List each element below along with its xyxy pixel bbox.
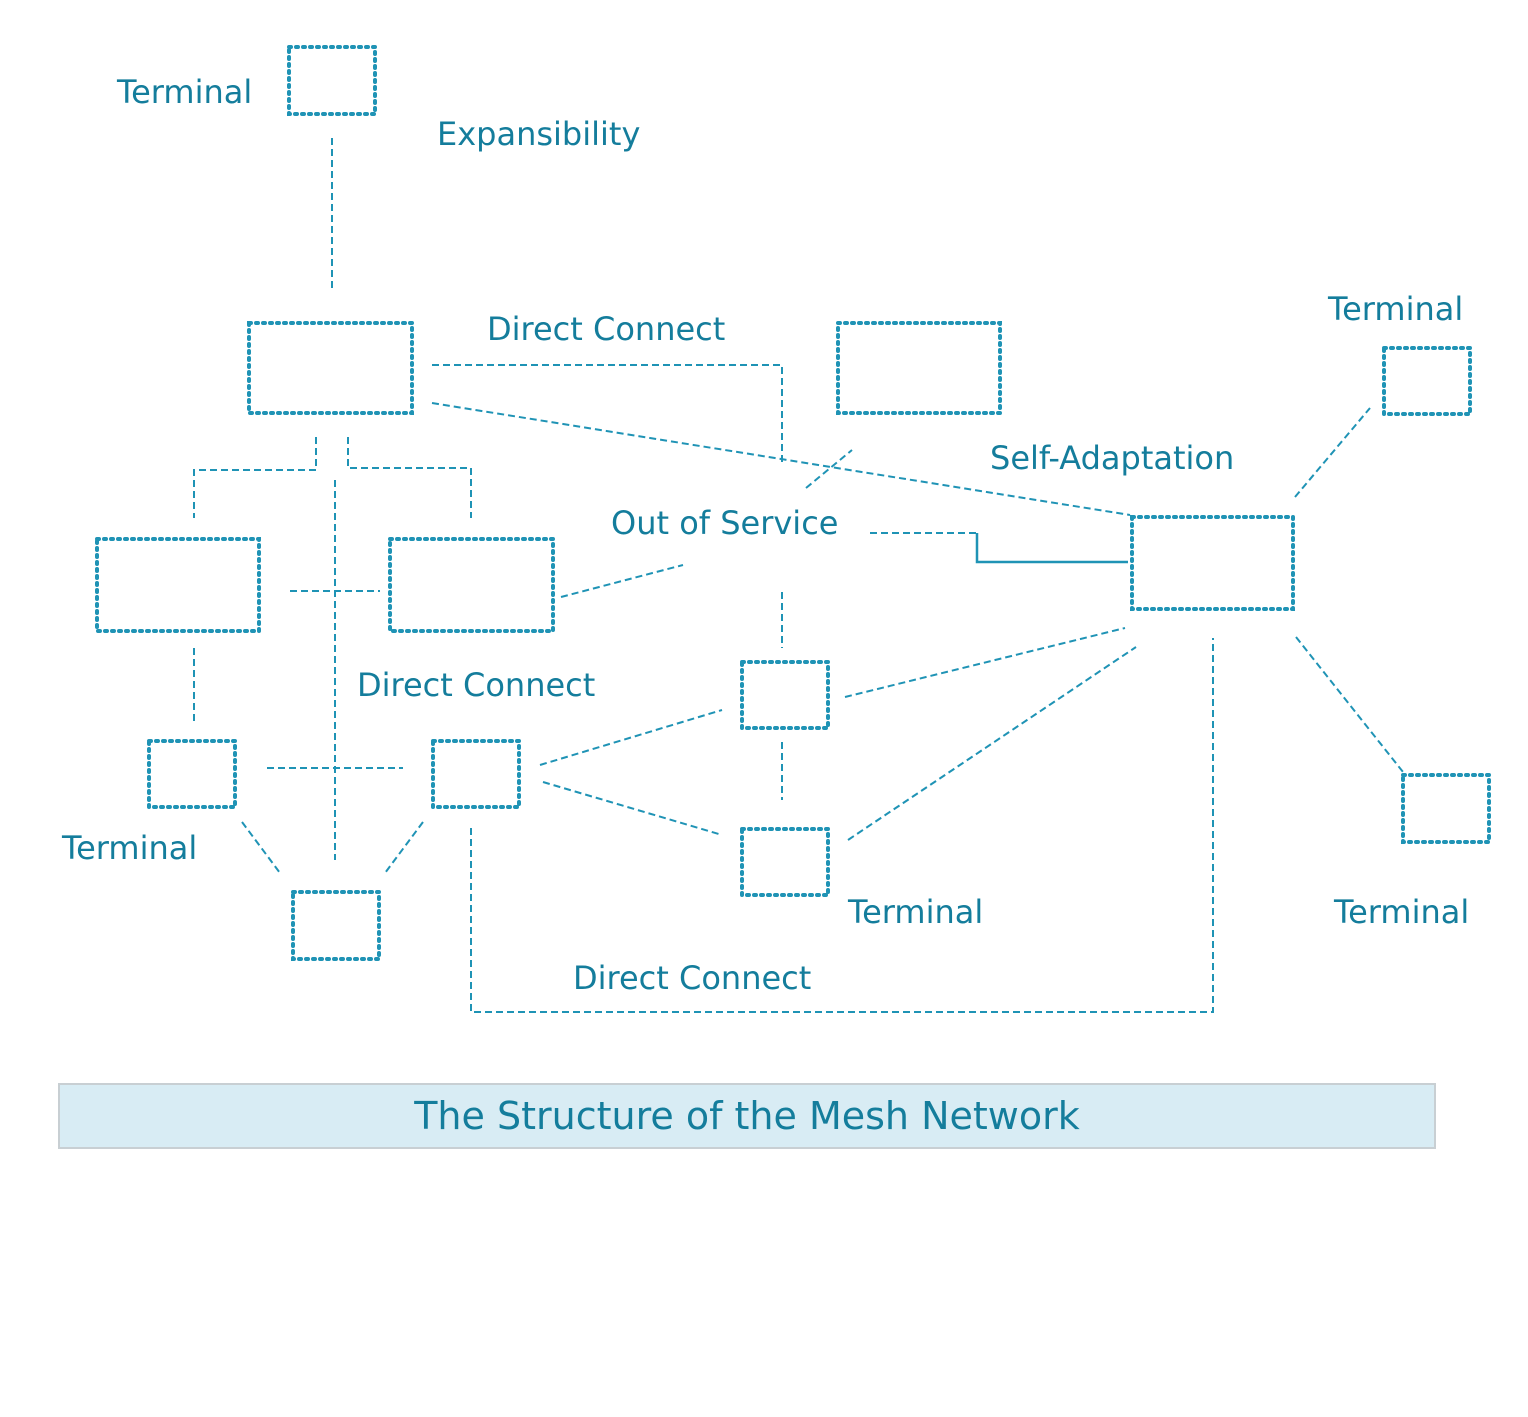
node-top-middle [836, 321, 1002, 415]
label-terminal-center: Terminal [847, 893, 983, 931]
node-mid-left [388, 537, 555, 633]
labels: Terminal Expansibility Direct Connect Te… [61, 73, 1469, 997]
node-terminal-top [287, 45, 377, 116]
link-hub-to-right-hub [431, 402, 1131, 516]
link-terminal-to-bottom-node [241, 821, 281, 874]
node-center-upper [740, 660, 830, 730]
link-hub-direct-connect-top [432, 364, 783, 465]
diagram-title: The Structure of the Mesh Network [414, 1094, 1080, 1138]
link-direct-connect-bottom [470, 638, 1214, 1013]
nodes [95, 45, 1491, 961]
label-direct-connect-bottom: Direct Connect [573, 959, 811, 997]
node-terminal-right-top [1382, 346, 1472, 416]
link-right-hub-to-terminal-top [1294, 407, 1371, 498]
link-node-to-center-upper [539, 709, 723, 766]
node-terminal-center [740, 827, 830, 897]
label-self-adaptation: Self-Adaptation [990, 439, 1234, 477]
node-left [95, 537, 261, 633]
label-direct-connect-top: Direct Connect [487, 310, 725, 348]
link-hub-to-mid-node [347, 437, 472, 518]
label-terminal-top-left: Terminal [116, 73, 252, 111]
label-direct-connect-mid: Direct Connect [357, 666, 595, 704]
label-terminal-left: Terminal [61, 829, 197, 867]
node-terminal-left [147, 739, 237, 809]
label-out-of-service: Out of Service [611, 504, 838, 542]
label-terminal-right-top: Terminal [1327, 290, 1463, 328]
node-hub-top-left [247, 321, 414, 415]
link-solid-to-right-hub [975, 533, 1128, 564]
link-center-upper-to-right-hub [844, 627, 1126, 698]
node-mid-lower [431, 739, 521, 809]
node-terminal-right-bottom [1401, 773, 1491, 844]
caption-bar: The Structure of the Mesh Network [58, 1083, 1436, 1149]
link-hub-to-left-node [193, 437, 317, 518]
label-expansibility: Expansibility [437, 115, 640, 153]
link-service-break [805, 449, 853, 489]
links [193, 138, 1404, 1013]
link-mid-node-to-service [560, 564, 684, 598]
link-node-to-bottom-node [384, 821, 424, 874]
node-hub-right [1130, 515, 1295, 611]
label-terminal-right-bottom: Terminal [1333, 893, 1469, 931]
link-node-to-center-lower [542, 781, 723, 836]
node-bottom-left [291, 890, 381, 961]
link-center-lower-to-right-hub [847, 646, 1137, 841]
link-right-hub-to-terminal-bottom [1295, 636, 1404, 773]
